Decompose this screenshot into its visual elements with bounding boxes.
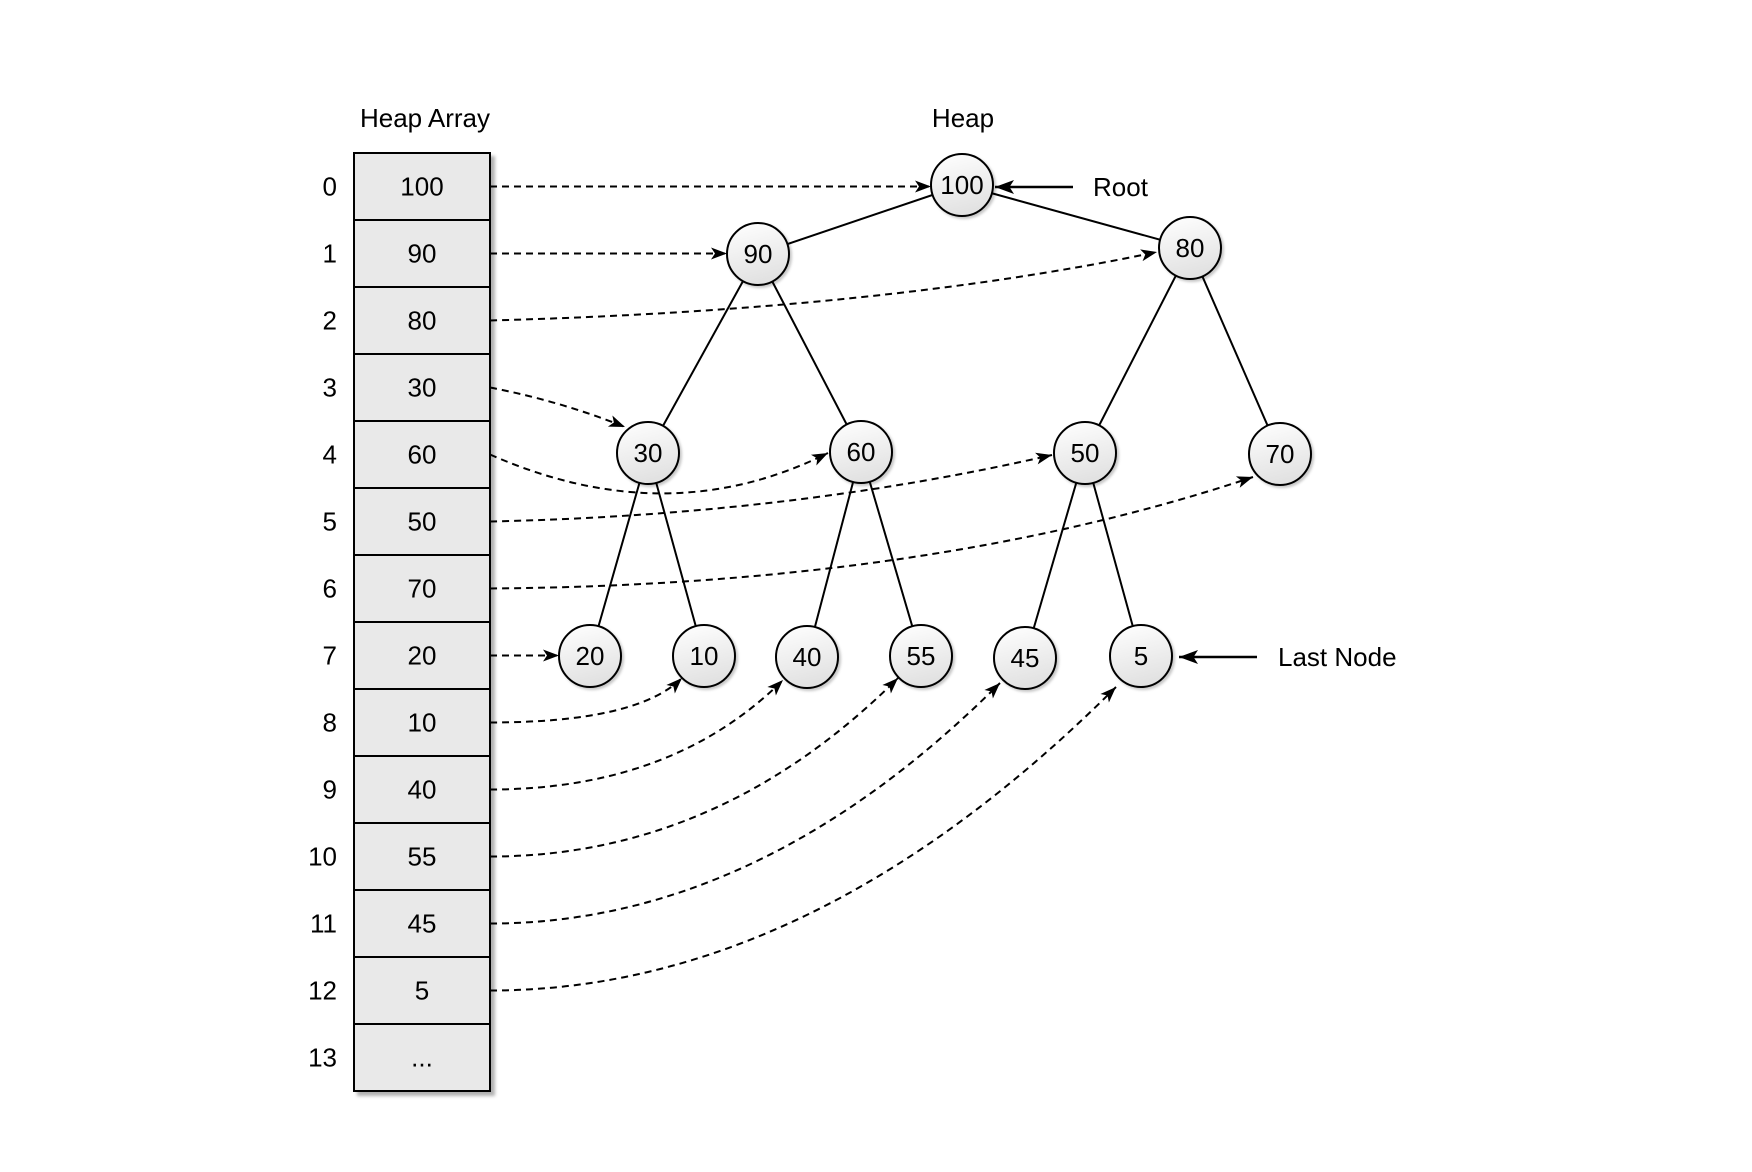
array-cell (353, 822, 491, 891)
array-cell-value: 100 (400, 172, 443, 202)
tree-node-label: 50 (1071, 438, 1100, 468)
array-index-label: 4 (323, 440, 337, 470)
heap-title: Heap (931, 103, 995, 133)
tree-edge (1084, 452, 1142, 657)
tree-node-label: 30 (634, 438, 663, 468)
array-cell-value: 10 (408, 708, 437, 738)
tree-node-label: 70 (1266, 439, 1295, 469)
array-index-label: 1 (323, 239, 337, 269)
array-cell (353, 1023, 491, 1092)
tree-node (672, 624, 736, 688)
tree-edge (647, 452, 705, 657)
array-index-label: 13 (308, 1043, 337, 1073)
array-index-label: 8 (323, 708, 337, 738)
tree-node (1248, 422, 1312, 486)
array-cell (353, 487, 491, 556)
tree-node (775, 625, 839, 689)
tree-node-label: 55 (907, 641, 936, 671)
array-index-label: 0 (323, 172, 337, 202)
tree-node (1109, 624, 1173, 688)
tree-node-label: 80 (1176, 233, 1205, 263)
heap-array-values: 100 90 80 30 60 50 70 20 10 40 55 45 5... (400, 172, 443, 1073)
array-to-node-arrow (489, 452, 1053, 523)
tree-node (1053, 421, 1117, 485)
array-cell (353, 219, 491, 288)
array-cell-value: 30 (408, 373, 437, 403)
array-cell-value: ... (411, 1043, 433, 1073)
root-label: Root (1093, 172, 1148, 202)
tree-node-label: 5 (1134, 641, 1148, 671)
array-cell-value: 20 (408, 641, 437, 671)
array-index-label: 11 (310, 909, 337, 939)
tree-node (726, 222, 790, 286)
array-index-label: 10 (308, 842, 337, 872)
tree-node (889, 624, 953, 688)
array-cell (353, 353, 491, 422)
tree-nodes: 100 90 80 30 60 50 70 20 10 40 55 45 5 (558, 153, 1312, 690)
tree-edge (860, 451, 922, 657)
array-index-label: 5 (323, 507, 337, 537)
tree-edge (757, 253, 862, 453)
array-to-node-arrow (489, 677, 899, 858)
tree-node (993, 626, 1057, 690)
tree-node (558, 624, 622, 688)
array-cell-value: 80 (408, 306, 437, 336)
array-index-label: 7 (323, 641, 337, 671)
array-cell-value: 50 (408, 507, 437, 537)
array-index-label: 3 (323, 373, 337, 403)
tree-node-label: 20 (576, 641, 605, 671)
array-to-node-arrow (489, 677, 683, 724)
array-cell-value: 40 (408, 775, 437, 805)
array-index-label: 9 (323, 775, 337, 805)
array-cell-value: 60 (408, 440, 437, 470)
last-node-label: Last Node (1278, 642, 1397, 672)
tree-edges (589, 184, 1281, 659)
array-cell (353, 286, 491, 355)
array-to-tree-arrows (489, 180, 1254, 992)
array-cell (353, 889, 491, 958)
tree-node (829, 420, 893, 484)
array-cell-value: 90 (408, 239, 437, 269)
annotation-arrows (995, 180, 1257, 664)
tree-edge (1189, 247, 1281, 455)
array-index-label: 2 (323, 306, 337, 336)
array-cell (353, 688, 491, 757)
array-cell-value: 55 (408, 842, 437, 872)
tree-edge (589, 452, 649, 657)
tree-node-label: 40 (793, 642, 822, 672)
array-cell (353, 152, 491, 221)
array-cell-value: 70 (408, 574, 437, 604)
array-to-node-arrow (489, 452, 829, 495)
heap-array-title: Heap Array (359, 103, 491, 133)
array-to-node-arrow (489, 386, 626, 428)
array-to-node-arrow (489, 686, 1117, 992)
array-cell-value: 5 (415, 976, 429, 1006)
tree-edge (1084, 247, 1191, 454)
array-cell-value: 45 (408, 909, 437, 939)
array-cell (353, 755, 491, 824)
array-cell (353, 956, 491, 1025)
tree-edge (1024, 452, 1086, 659)
tree-node-label: 45 (1011, 643, 1040, 673)
array-to-node-arrow (489, 476, 1254, 590)
array-to-node-arrow (489, 682, 1001, 925)
tree-node (1158, 216, 1222, 280)
array-to-node-arrow (489, 679, 784, 791)
tree-edge (806, 451, 862, 658)
tree-node (616, 421, 680, 485)
array-to-node-arrow (489, 249, 1158, 322)
tree-edge (647, 253, 759, 454)
array-index-label: 6 (323, 574, 337, 604)
tree-node-label: 60 (847, 437, 876, 467)
tree-node-label: 90 (744, 239, 773, 269)
array-index-label: 12 (308, 976, 337, 1006)
tree-node-label: 10 (690, 641, 719, 671)
tree-node (930, 153, 994, 217)
tree-node-label: 100 (940, 170, 983, 200)
heap-array-cells (353, 152, 491, 1092)
tree-edge (757, 184, 963, 255)
tree-edge (961, 184, 1191, 249)
